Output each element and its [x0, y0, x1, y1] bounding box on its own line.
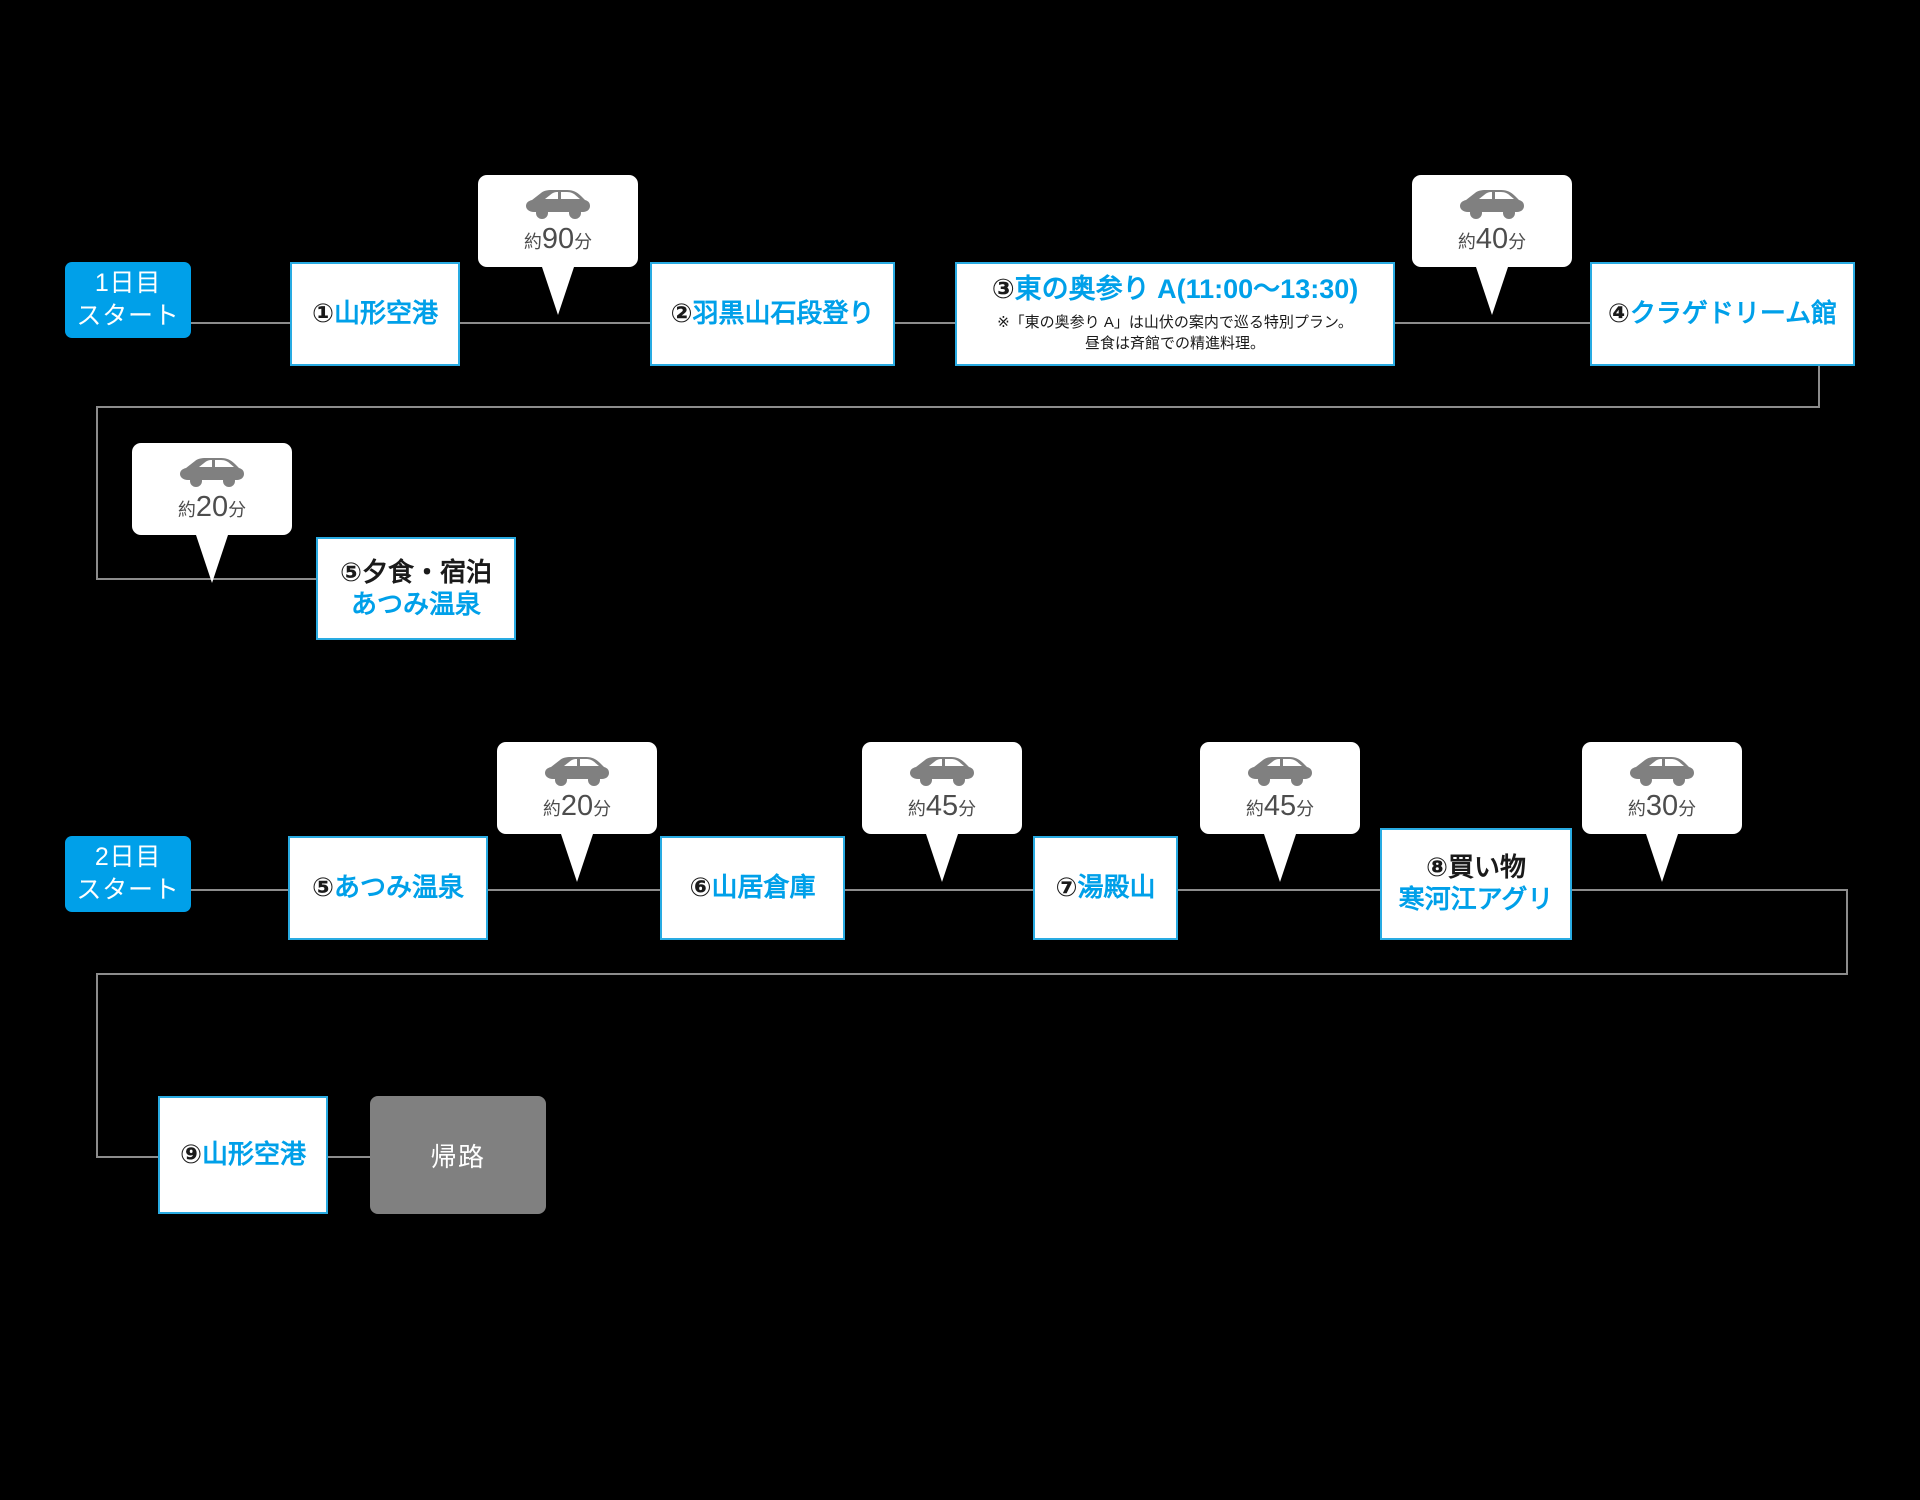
node-day2-9-title: ⑨山形空港 [180, 1139, 306, 1171]
bubble-tail [926, 834, 958, 882]
bubble-tail [1646, 834, 1678, 882]
day2-start-line1: 2日目 [94, 842, 162, 871]
node-day1-4-num: ④ [1607, 298, 1630, 329]
travel-bubble-day1-3-label: 約20分 [177, 491, 247, 523]
connector-day2-to-node9 [96, 1156, 160, 1158]
node-day1-3-note2: 昼食は斉館での精進料理。 [1084, 335, 1265, 353]
car-icon [544, 755, 610, 789]
node-day2-7[interactable]: ⑦湯殿山 [1033, 836, 1178, 940]
travel-bubble-day1-1: 約90分 [478, 175, 638, 315]
node-day2-8-subtitle: 寒河江アグリ [1398, 884, 1554, 914]
car-icon [1629, 755, 1695, 789]
connector-day2-to-end [328, 1156, 370, 1158]
travel-bubble-day2-2: 約45分 [862, 742, 1022, 882]
day1-start-chip[interactable]: 1日目 スタート [65, 262, 191, 338]
node-day1-3-num: ③ [991, 273, 1015, 304]
node-day1-3-label: 東の奥参り A(11:00〜13:30) [1014, 273, 1359, 304]
car-icon [525, 188, 591, 222]
node-day1-3-note1: ※「東の奥参り A」は山伏の案内で巡る特別プラン。 [997, 313, 1353, 331]
node-day2-9[interactable]: ⑨山形空港 [158, 1096, 328, 1214]
connector-day1-return [96, 406, 1820, 408]
travel-bubble-day2-1: 約20分 [497, 742, 657, 882]
node-day2-7-label: 湯殿山 [1077, 872, 1156, 903]
return-box[interactable]: 帰路 [370, 1096, 546, 1214]
node-day1-2-label: 羽黒山石段登り [692, 298, 875, 329]
node-day2-9-label: 山形空港 [202, 1139, 307, 1170]
node-day2-7-title: ⑦湯殿山 [1055, 872, 1155, 904]
travel-bubble-day2-4: 約30分 [1582, 742, 1742, 882]
node-day2-8-label: 買い物 [1448, 852, 1527, 883]
day2-start-chip[interactable]: 2日目 スタート [65, 836, 191, 912]
node-day2-7-num: ⑦ [1055, 872, 1078, 903]
return-box-label: 帰路 [430, 1141, 486, 1172]
node-day2-5[interactable]: ⑤あつみ温泉 [288, 836, 488, 940]
node-day1-5-label: 夕食・宿泊 [362, 556, 493, 587]
node-day1-1[interactable]: ①山形空港 [290, 262, 460, 366]
travel-bubble-day2-4-label: 約30分 [1627, 790, 1697, 822]
connector-day2-return [96, 973, 1848, 975]
node-day2-6-title: ⑥山居倉庫 [689, 872, 815, 904]
node-day2-6[interactable]: ⑥山居倉庫 [660, 836, 845, 940]
travel-bubble-day2-1-label: 約20分 [542, 790, 612, 822]
bubble-tail [196, 535, 228, 583]
node-day2-9-num: ⑨ [179, 1139, 202, 1170]
node-day1-4-title: ④クラゲドリーム館 [1608, 298, 1837, 330]
day2-start-line2: スタート [76, 876, 180, 904]
connector-day2-down-left [96, 973, 98, 1158]
connector-day2-down-right [1846, 889, 1848, 975]
node-day1-5-num: ⑤ [339, 556, 362, 587]
node-day1-5[interactable]: ⑤夕食・宿泊 あつみ温泉 [316, 537, 516, 640]
node-day1-3-title: ③東の奥参り A(11:00〜13:30) [992, 273, 1358, 306]
car-icon [1459, 188, 1525, 222]
travel-bubble-day1-1-label: 約90分 [523, 223, 593, 255]
node-day2-8-num: ⑧ [1425, 852, 1448, 883]
node-day1-5-title: ⑤夕食・宿泊 [340, 557, 492, 589]
bubble-tail [1476, 267, 1508, 315]
travel-bubble-day2-3: 約45分 [1200, 742, 1360, 882]
travel-bubble-day1-3: 約20分 [132, 443, 292, 583]
node-day1-1-label: 山形空港 [334, 298, 439, 329]
node-day1-3[interactable]: ③東の奥参り A(11:00〜13:30) ※「東の奥参り A」は山伏の案内で巡… [955, 262, 1395, 366]
node-day2-6-num: ⑥ [689, 872, 712, 903]
travel-bubble-day2-3-label: 約45分 [1245, 790, 1315, 822]
node-day1-1-num: ① [311, 298, 334, 329]
travel-bubble-day2-2-label: 約45分 [907, 790, 977, 822]
node-day1-4[interactable]: ④クラゲドリーム館 [1590, 262, 1855, 366]
node-day1-4-label: クラゲドリーム館 [1629, 298, 1838, 329]
bubble-tail [542, 267, 574, 315]
travel-bubble-day1-2-label: 約40分 [1457, 223, 1527, 255]
travel-bubble-day1-2: 約40分 [1412, 175, 1572, 315]
node-day1-2-num: ② [670, 298, 693, 329]
bubble-tail [561, 834, 593, 882]
node-day1-1-title: ①山形空港 [312, 298, 438, 330]
node-day2-5-label: あつみ温泉 [334, 872, 465, 903]
car-icon [1247, 755, 1313, 789]
node-day2-8-title: ⑧買い物 [1426, 852, 1526, 884]
node-day1-5-subtitle: あつみ温泉 [350, 588, 481, 619]
node-day2-5-title: ⑤あつみ温泉 [312, 872, 464, 904]
node-day2-8[interactable]: ⑧買い物 寒河江アグリ [1380, 828, 1572, 940]
car-icon [909, 755, 975, 789]
node-day1-2[interactable]: ②羽黒山石段登り [650, 262, 895, 366]
day1-start-line1: 1日目 [94, 268, 162, 297]
node-day2-5-num: ⑤ [311, 872, 334, 903]
node-day2-6-label: 山居倉庫 [711, 872, 816, 903]
node-day1-2-title: ②羽黒山石段登り [670, 298, 874, 330]
connector-day2-main [188, 889, 1848, 891]
day1-start-line2: スタート [76, 302, 180, 330]
bubble-tail [1264, 834, 1296, 882]
car-icon [179, 456, 245, 490]
connector-day1-down-left [96, 406, 98, 580]
